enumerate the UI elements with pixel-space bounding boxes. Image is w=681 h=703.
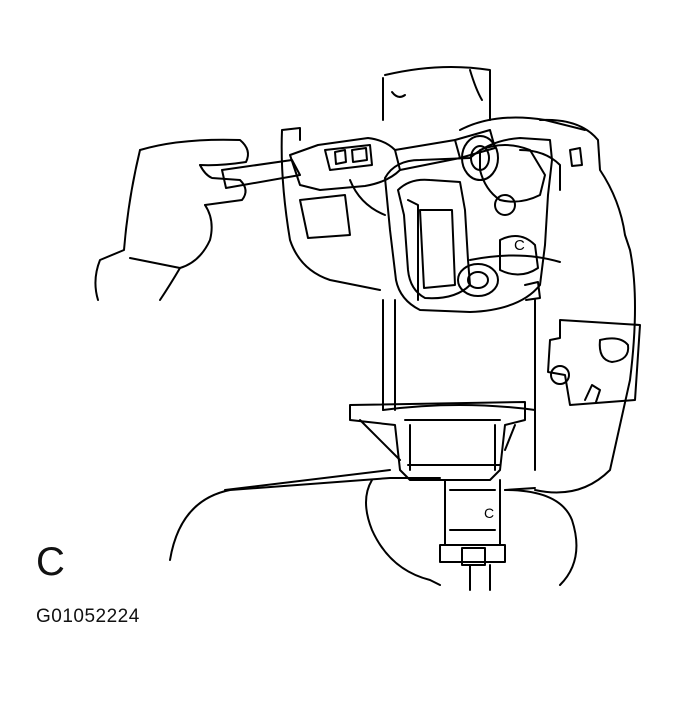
view-letter: C: [36, 540, 65, 584]
lower-mount-bracket: [349, 401, 526, 481]
column-coupling: [439, 479, 506, 591]
bracket-mark-upper: C: [514, 237, 525, 254]
lower-shroud-edge: [280, 127, 386, 291]
coupling-mark-lower: C: [484, 505, 494, 521]
technician-hand: [94, 138, 249, 301]
figure-code: G01052224: [36, 606, 140, 627]
key-cylinder-bracket: [384, 116, 586, 313]
column-housing-panel: [534, 118, 641, 494]
steering-column: [382, 65, 536, 471]
removal-tool: [221, 129, 496, 191]
technician-body-outline: [169, 469, 578, 586]
